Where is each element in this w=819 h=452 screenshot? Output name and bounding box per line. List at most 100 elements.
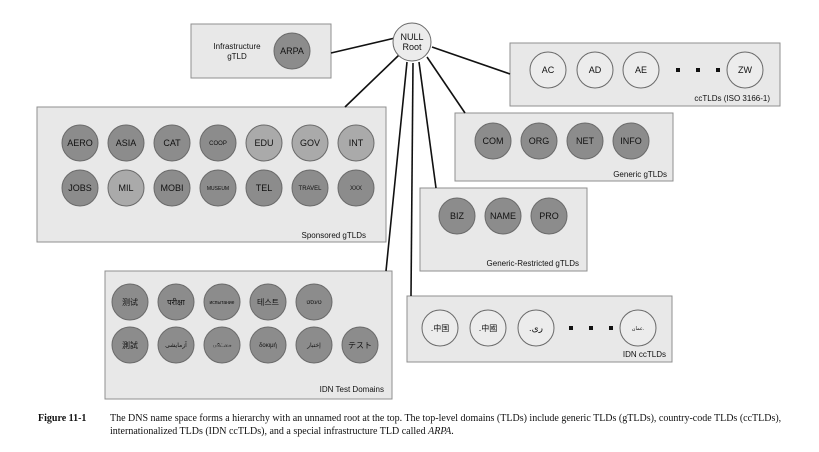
idn-node-8: பரிட்சை [203,326,241,364]
tld-label: ORG [529,136,550,146]
tld-node-jobs: JOBS [61,169,99,207]
generic-gtlds-title: Generic gTLDs [613,170,667,179]
tld-label: آزمایشی [165,340,187,349]
tld-label: .中国 [431,323,450,333]
edge-root-generic [426,56,466,114]
tld-node-tel: TEL [245,169,283,207]
tld-label: .中國 [479,323,498,333]
tld-label: AD [589,65,602,75]
tld-label: COM [483,136,504,146]
tld-node-arpa: ARPA [273,32,311,70]
tld-node-biz: BIZ [438,197,476,235]
tld-node-edu: EDU [245,124,283,162]
tld-label: NET [576,136,595,146]
tld-label: COOP [209,141,227,147]
tld-node-ae: AE [622,51,660,89]
tld-node-net: NET [566,122,604,160]
tld-label: AC [542,65,555,75]
idn-cctld-node-3: .رى [517,309,555,347]
tld-node-info: INFO [612,122,650,160]
tld-node-aero: AERO [61,124,99,162]
tld-node-asia: ASIA [107,124,145,162]
tld-node-org: ORG [520,122,558,160]
caption-end: . [451,425,454,437]
ellipsis-dots [569,326,613,330]
tld-label: .رى [529,323,543,333]
tld-label: परीक्षा [167,297,186,307]
idn-node-10: إختبار [295,326,333,364]
tld-label: CAT [163,138,181,148]
idn-node-7: آزمایشی [157,326,195,364]
generic-restricted-title: Generic-Restricted gTLDs [487,259,579,268]
tld-node-coop: COOP [199,124,237,162]
caption-emphasis: ARPA [428,425,452,437]
tld-label: AE [635,65,647,75]
infrastructure-title-line1: Infrastructure [213,42,261,51]
tld-node-ad: AD [576,51,614,89]
idn-test-domains-box [104,270,393,400]
tld-label: பரிட்சை [213,343,232,349]
tld-label: ASIA [116,138,137,148]
tld-label: 測試 [122,340,138,350]
root-node: NULL Root [392,22,432,62]
tld-node-int: INT [337,124,375,162]
edge-root-idn-cctlds [410,62,414,297]
dns-hierarchy-diagram: NULL Root Infrastructure gTLD ARPA AC AD… [36,22,781,400]
tld-label: JOBS [68,183,92,193]
tld-label: INFO [620,136,642,146]
tld-node-xxx: XXX [337,169,375,207]
idn-cctld-node-2: .中國 [469,309,507,347]
caption-body: The DNS name space forms a hierarchy wit… [110,413,798,438]
ellipsis-dots [676,68,720,72]
tld-label: INT [349,138,364,148]
sponsored-row-1: AERO ASIA CAT COOP EDU GOV INT [61,124,375,162]
idn-test-domains-title: IDN Test Domains [320,385,384,394]
figure-label: Figure 11-1 [38,413,87,424]
tld-label: 测试 [122,297,138,307]
tld-label: ARPA [280,46,304,56]
tld-label: テスト [348,341,372,350]
tld-label: ZW [738,65,752,75]
tld-node-cat: CAT [153,124,191,162]
tld-label: 테스트 [257,298,279,307]
edge-root-infrastructure [330,37,396,54]
hierarchy-edges [330,37,511,297]
idn-test-row-1: 测试 परीक्षा испытание 테스트 טעסט [111,283,333,321]
idn-node-9: δοκιμή [249,326,287,364]
tld-label: δοκιμή [259,342,277,349]
tld-node-zw: ZW [726,51,764,89]
idn-cctlds-title: IDN ccTLDs [623,350,666,359]
root-label-line2: Root [402,42,422,52]
tld-label: PRO [539,211,559,221]
tld-label: عمان. [632,326,644,332]
tld-label: TEL [256,183,273,193]
root-label-line1: NULL [400,32,423,42]
idn-node-11: テスト [341,326,379,364]
sponsored-row-2: JOBS MIL MOBI MUSEUM TEL TRAVEL XXX [61,169,375,207]
tld-label: NAME [490,211,516,221]
tld-label: MOBI [160,183,183,193]
edge-root-idn-test [385,61,408,272]
tld-node-gov: GOV [291,124,329,162]
idn-node-6: 測試 [111,326,149,364]
figure-caption: Figure 11-1 The DNS name space forms a h… [38,413,798,438]
tld-label: TRAVEL [299,186,323,192]
tld-node-museum: MUSEUM [199,169,237,207]
idn-cctld-node-4: عمان. [619,309,657,347]
idn-node-5: טעסט [295,283,333,321]
tld-node-pro: PRO [530,197,568,235]
idn-test-row-2: 測試 آزمایشی பரிட்சை δοκιμή إختبار テスト [111,326,379,364]
idn-node-3: испытание [203,283,241,321]
edge-root-cctlds [431,46,511,75]
edge-root-sponsored [344,54,400,108]
idn-node-4: 테스트 [249,283,287,321]
tld-label: MUSEUM [207,186,229,192]
edge-root-generic-restricted [418,61,437,189]
idn-node-2: परीक्षा [157,283,195,321]
tld-label: испытание [210,300,235,306]
caption-text: The DNS name space forms a hierarchy wit… [110,413,782,437]
tld-node-com: COM [474,122,512,160]
tld-node-ac: AC [529,51,567,89]
cctlds-title: ccTLDs (ISO 3166-1) [694,94,770,103]
tld-node-mil: MIL [107,169,145,207]
